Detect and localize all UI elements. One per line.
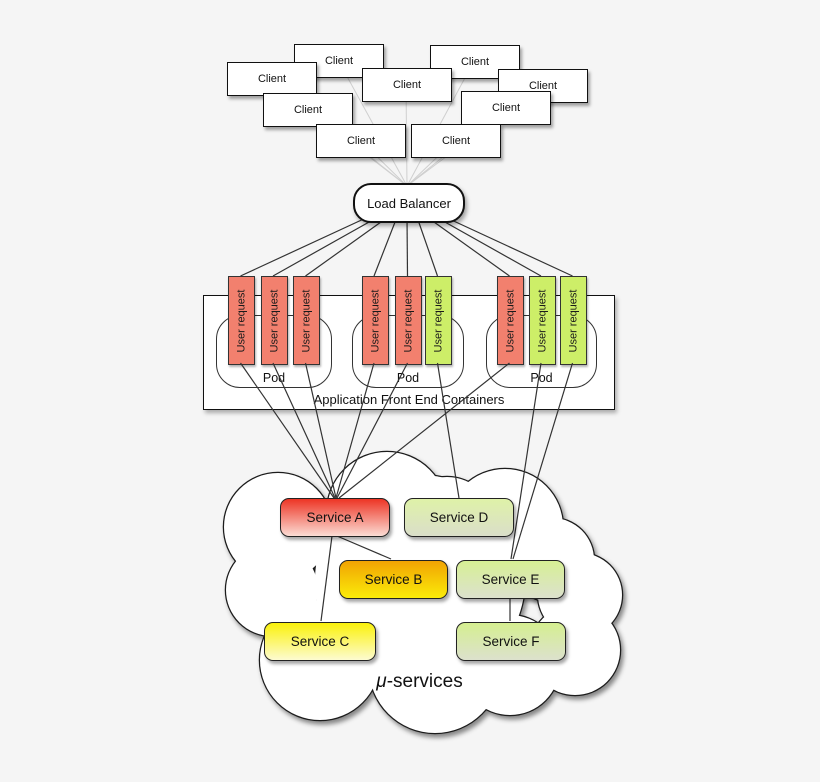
user-request-bar: User request bbox=[228, 276, 255, 365]
service-f-box: Service F bbox=[456, 622, 566, 661]
user-request-bar: User request bbox=[560, 276, 587, 365]
user-request-bar: User request bbox=[425, 276, 452, 365]
client-box: Client bbox=[461, 91, 551, 125]
service-d-box: Service D bbox=[404, 498, 514, 537]
client-label: Client bbox=[441, 135, 471, 147]
pod-label: Pod bbox=[530, 371, 553, 385]
service-label: Service F bbox=[482, 634, 540, 649]
load-balancer: Load Balancer bbox=[353, 183, 465, 223]
user-request-label: User request bbox=[504, 289, 517, 352]
front-end-container-label: Application Front End Containers bbox=[313, 392, 505, 407]
client-label: Client bbox=[257, 73, 287, 85]
service-label: Service E bbox=[481, 572, 540, 587]
service-label: Service B bbox=[364, 572, 423, 587]
user-request-label: User request bbox=[300, 289, 313, 352]
service-label: Service D bbox=[429, 510, 489, 525]
mu-symbol: μ bbox=[376, 671, 387, 692]
pod-label: Pod bbox=[262, 371, 286, 385]
user-request-label: User request bbox=[369, 289, 382, 352]
service-c-box: Service C bbox=[264, 622, 376, 661]
user-request-bar: User request bbox=[260, 276, 288, 365]
lb-request-lines bbox=[240, 216, 573, 277]
client-label: Client bbox=[392, 79, 422, 91]
client-label: Client bbox=[460, 56, 490, 68]
user-request-bar: User request bbox=[395, 276, 422, 365]
microservices-cloud-label: μ-services bbox=[347, 671, 492, 693]
user-request-bar: User request bbox=[293, 276, 320, 365]
user-request-label: User request bbox=[235, 289, 248, 352]
service-label: Service A bbox=[306, 510, 364, 525]
client-box: Client bbox=[316, 124, 406, 158]
user-request-label: User request bbox=[268, 289, 281, 352]
services-suffix: -services bbox=[386, 671, 463, 692]
client-box: Client bbox=[227, 62, 317, 96]
user-request-bar: User request bbox=[497, 276, 524, 365]
user-request-label: User request bbox=[536, 289, 549, 352]
service-label: Service C bbox=[290, 634, 350, 649]
client-label: Client bbox=[293, 104, 323, 116]
user-request-bar: User request bbox=[361, 276, 389, 365]
user-request-bar: User request bbox=[528, 276, 556, 365]
user-request-label: User request bbox=[567, 289, 580, 352]
client-box: Client bbox=[362, 68, 452, 102]
user-request-label: User request bbox=[432, 289, 445, 352]
client-label: Client bbox=[324, 55, 354, 67]
client-box: Client bbox=[411, 124, 501, 158]
service-e-box: Service E bbox=[456, 560, 565, 599]
load-balancer-label: Load Balancer bbox=[367, 195, 451, 211]
pod-label: Pod bbox=[396, 371, 420, 385]
service-b-box: Service B bbox=[339, 560, 448, 599]
client-box: Client bbox=[263, 93, 353, 127]
user-request-label: User request bbox=[402, 289, 415, 352]
client-label: Client bbox=[346, 135, 376, 147]
client-label: Client bbox=[491, 102, 521, 114]
service-a-box: Service A bbox=[280, 498, 390, 537]
